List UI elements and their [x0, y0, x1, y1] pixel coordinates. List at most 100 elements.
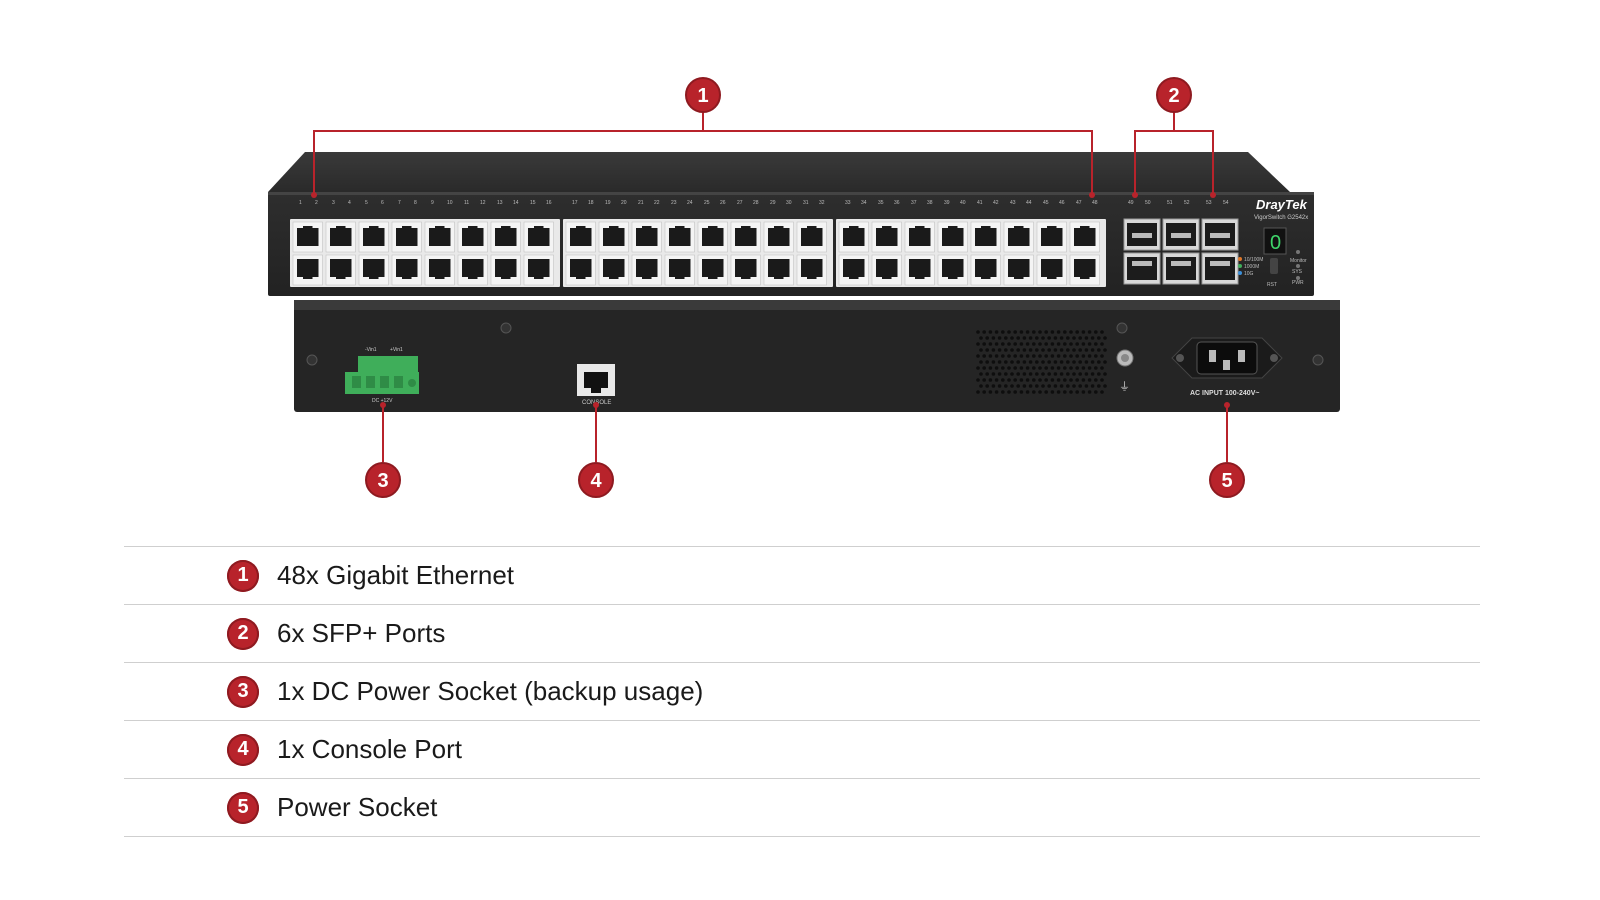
port-number-label: 26: [720, 200, 726, 206]
port-number-label: 19: [605, 200, 611, 206]
sfp-port[interactable]: [1201, 218, 1239, 251]
led-legend: 10/100M 1000M 10G: [1238, 257, 1263, 277]
rj45-port-grid: [290, 219, 1106, 287]
rj45-port[interactable]: [523, 254, 554, 286]
rj45-port[interactable]: [970, 254, 1001, 286]
rj45-port[interactable]: [904, 221, 935, 253]
port-number-label: 40: [960, 200, 966, 206]
port-number-label: 42: [993, 200, 999, 206]
port-number-label: 38: [927, 200, 933, 206]
screw-icon: [306, 354, 318, 366]
port-number-label: 5: [365, 200, 368, 206]
status-label-pwr: PWR: [1292, 280, 1304, 286]
rj45-port[interactable]: [1036, 254, 1067, 286]
rj45-port[interactable]: [490, 254, 521, 286]
rj45-port[interactable]: [358, 221, 389, 253]
port-number-label: 43: [1010, 200, 1016, 206]
sfp-port[interactable]: [1123, 252, 1161, 285]
port-number-label: 17: [572, 200, 578, 206]
rj45-port[interactable]: [391, 254, 422, 286]
rj45-port[interactable]: [598, 221, 629, 253]
legend-label: Power Socket: [277, 792, 438, 822]
rj45-port[interactable]: [937, 221, 968, 253]
port-number-label: 37: [911, 200, 917, 206]
dc-power-terminal[interactable]: -Vin1 +Vin1 DC +12V: [345, 347, 419, 404]
port-number-label: 20: [621, 200, 627, 206]
dc-voltage-label: DC +12V: [372, 398, 393, 404]
ground-symbol-icon: ⏚: [1119, 380, 1130, 393]
rj45-port[interactable]: [1003, 254, 1034, 286]
rj45-port[interactable]: [970, 221, 1001, 253]
callout-5: 5: [1209, 462, 1245, 498]
seven-segment-digit: 0: [1270, 232, 1281, 254]
rj45-port[interactable]: [664, 254, 695, 286]
rj45-port[interactable]: [730, 221, 761, 253]
rj45-port[interactable]: [424, 221, 455, 253]
legend-row-5: 5 Power Socket: [124, 778, 1480, 837]
rj45-port[interactable]: [325, 254, 356, 286]
rj45-port[interactable]: [871, 254, 902, 286]
console-port[interactable]: CONSOLE: [577, 364, 615, 406]
led-label-2: 1000M: [1244, 264, 1259, 270]
port-number-label: 18: [588, 200, 594, 206]
rj45-port[interactable]: [763, 221, 794, 253]
reset-button[interactable]: [1270, 258, 1278, 274]
svg-text:4: 4: [590, 470, 602, 492]
feature-legend: 1 48x Gigabit Ethernet 2 6x SFP+ Ports 3…: [124, 546, 1480, 837]
port-number-label: 45: [1043, 200, 1049, 206]
rj45-port[interactable]: [697, 254, 728, 286]
sfp-port[interactable]: [1123, 218, 1161, 251]
port-number-label: 28: [753, 200, 759, 206]
rj45-port[interactable]: [904, 254, 935, 286]
rj45-port[interactable]: [1069, 254, 1100, 286]
rj45-port[interactable]: [358, 254, 389, 286]
rj45-port[interactable]: [391, 221, 422, 253]
callout-4: 4: [578, 462, 614, 498]
rj45-port[interactable]: [871, 221, 902, 253]
rj45-port[interactable]: [523, 221, 554, 253]
rj45-port[interactable]: [937, 254, 968, 286]
ac-input-label: AC INPUT 100-240V~: [1190, 390, 1259, 397]
rj45-port[interactable]: [1036, 221, 1067, 253]
legend-row-4: 4 1x Console Port: [124, 720, 1480, 778]
rj45-port[interactable]: [565, 254, 596, 286]
ac-power-socket[interactable]: AC INPUT 100-240V~: [1171, 337, 1283, 397]
rj45-port[interactable]: [1069, 221, 1100, 253]
rj45-port[interactable]: [730, 254, 761, 286]
port-number-label: 24: [687, 200, 693, 206]
rj45-port[interactable]: [325, 221, 356, 253]
rj45-port[interactable]: [796, 221, 827, 253]
callout-dots: [311, 192, 1230, 408]
port-number-label: 10: [447, 200, 453, 206]
sfp-port-grid: [1123, 218, 1239, 285]
rj45-port[interactable]: [457, 254, 488, 286]
rj45-port[interactable]: [838, 221, 869, 253]
rj45-port[interactable]: [664, 221, 695, 253]
port-number-label: 32: [819, 200, 825, 206]
sfp-port[interactable]: [1201, 252, 1239, 285]
sfp-port-number-label: 54: [1223, 200, 1229, 206]
rj45-port[interactable]: [796, 254, 827, 286]
rj45-port[interactable]: [565, 221, 596, 253]
status-label-sys: SYS: [1292, 269, 1303, 275]
port-number-label: 2: [315, 200, 318, 206]
rj45-port[interactable]: [1003, 221, 1034, 253]
rj45-port[interactable]: [631, 254, 662, 286]
rj45-port[interactable]: [424, 254, 455, 286]
port-number-label: 3: [332, 200, 335, 206]
rj45-port[interactable]: [697, 221, 728, 253]
port-number-label: 39: [944, 200, 950, 206]
rj45-port[interactable]: [457, 221, 488, 253]
rj45-port[interactable]: [292, 221, 323, 253]
rj45-port[interactable]: [598, 254, 629, 286]
sfp-port[interactable]: [1162, 252, 1200, 285]
screw-icon: [1312, 354, 1324, 366]
rj45-port[interactable]: [838, 254, 869, 286]
rj45-port[interactable]: [631, 221, 662, 253]
rj45-port[interactable]: [490, 221, 521, 253]
rj45-port[interactable]: [763, 254, 794, 286]
sfp-port[interactable]: [1162, 218, 1200, 251]
rj45-port[interactable]: [292, 254, 323, 286]
